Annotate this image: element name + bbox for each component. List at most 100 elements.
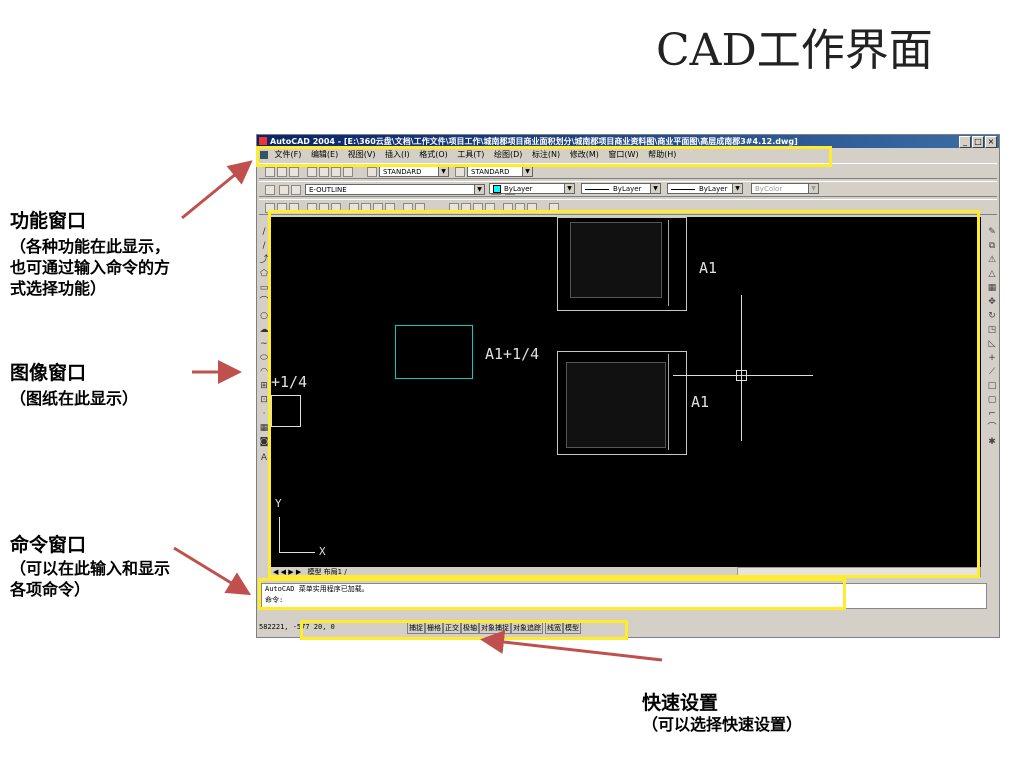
command-prompt[interactable]: 命令: (265, 596, 284, 604)
fillet-icon[interactable]: ⌐ (988, 409, 996, 419)
menu-draw[interactable]: 绘图(D) (493, 150, 523, 159)
drawing-sheet (395, 325, 473, 379)
layout-tab-list[interactable]: 模型 布局1 / (307, 568, 347, 576)
erase-icon[interactable]: ✎ (988, 227, 996, 237)
circle-icon[interactable]: ○ (260, 311, 268, 321)
sheet-label: A1 (691, 393, 710, 411)
array-icon[interactable]: ▦ (987, 283, 997, 293)
copy-object-icon[interactable]: ⧉ (988, 241, 996, 251)
plotstyle-select[interactable]: ByColor▼ (751, 183, 819, 194)
stretch-icon[interactable]: ◺ (988, 339, 996, 349)
menu-format[interactable]: 格式(O) (419, 150, 448, 159)
window-title: AutoCAD 2004 - [E:\360云盘\文档\工作文件\项目工作\城南… (270, 137, 798, 146)
block-icon[interactable] (307, 167, 317, 177)
color-select[interactable]: ByLayer▼ (489, 183, 575, 194)
polygon-icon[interactable]: ⬠ (260, 269, 268, 279)
tab-nav-arrows[interactable]: ◀ ◀ ▶ ▶ (273, 568, 302, 576)
paste-icon[interactable] (289, 167, 299, 177)
move-icon[interactable]: ✥ (988, 297, 996, 307)
lineweight-value: ByLayer (699, 185, 728, 193)
draw-order-toolbar (259, 199, 997, 215)
break-icon[interactable]: □ (987, 381, 997, 391)
layers-toolbar: E-OUTLINE ▼ (259, 181, 997, 197)
properties-icon[interactable] (343, 167, 353, 177)
status-highlight-box (300, 620, 628, 640)
sun-icon[interactable] (291, 185, 301, 195)
minimize-button[interactable]: _ (959, 136, 971, 148)
mirror-icon[interactable]: ⚠ (987, 255, 997, 265)
cut-icon[interactable] (265, 167, 275, 177)
menu-tools[interactable]: 工具(T) (457, 150, 485, 159)
offset-icon[interactable]: △ (988, 269, 996, 279)
drawing-window-title: 图像窗口 (10, 362, 87, 384)
drawing-sheet (557, 217, 687, 311)
function-window-desc: （各种功能在此显示，也可通过输入命令的方式选择功能） (10, 237, 171, 298)
chamfer-icon[interactable]: ▢ (987, 395, 997, 405)
layer-value: E-OUTLINE (309, 186, 347, 194)
table-icon[interactable] (319, 167, 329, 177)
menu-window[interactable]: 窗口(W) (608, 150, 639, 159)
text-style-select[interactable]: STANDARD▼ (379, 166, 449, 177)
menu-insert[interactable]: 插入(I) (385, 150, 410, 159)
lightbulb-icon[interactable] (279, 185, 289, 195)
lineweight-select[interactable]: ByLayer ▼ (667, 183, 743, 194)
menu-file[interactable]: 文件(F) (274, 150, 302, 159)
text-style-icon[interactable] (367, 167, 377, 177)
title-bar[interactable]: AutoCAD 2004 - [E:\360云盘\文档\工作文件\项目工作\城南… (257, 135, 999, 148)
layout-tabs: ◀ ◀ ▶ ▶ 模型 布局1 / (271, 567, 737, 577)
region-icon[interactable]: ◙ (259, 437, 269, 447)
ellipse-arc-icon[interactable]: ◠ (260, 367, 268, 377)
layer-manager-icon[interactable] (331, 167, 341, 177)
chevron-down-icon: ▼ (732, 184, 742, 193)
polar-toggle[interactable]: 极轴 (461, 622, 479, 634)
color-swatch (493, 185, 501, 193)
insert-block-icon[interactable]: ⊞ (260, 381, 268, 391)
trim-icon[interactable]: + (988, 353, 996, 363)
ortho-toggle[interactable]: 正交 (443, 622, 461, 634)
layer-select[interactable]: E-OUTLINE▼ (305, 184, 485, 195)
arc-icon[interactable]: ⌒ (259, 297, 269, 307)
layer-icon[interactable] (265, 185, 275, 195)
construction-line-icon[interactable]: / (262, 241, 266, 251)
extend-icon[interactable]: ⟋ (988, 367, 996, 377)
line-tool-icon[interactable]: / (262, 227, 266, 237)
menu-bar: 文件(F) 编辑(E) 视图(V) 插入(I) 格式(O) 工具(T) 绘图(D… (257, 149, 999, 161)
menu-help[interactable]: 帮助(H) (648, 150, 677, 159)
coordinates-readout[interactable]: 582221, -577 20, 0 (259, 623, 335, 631)
polyline-icon[interactable]: ⤴ (259, 255, 269, 265)
fillet-round-icon[interactable]: ⌒ (987, 423, 997, 433)
crosshair-horizontal (673, 375, 813, 376)
multiline-text-icon[interactable]: A (260, 453, 268, 463)
menu-edit[interactable]: 编辑(E) (310, 150, 339, 159)
dim-style-value: STANDARD (471, 168, 510, 176)
dim-style-icon[interactable] (455, 167, 465, 177)
make-block-icon[interactable]: ⊡ (260, 395, 268, 405)
drawing-canvas[interactable]: A1 A1+1/4 A1 +1/4 Y X (271, 217, 981, 567)
floor-plan-thumbnail (570, 222, 662, 298)
maximize-button[interactable]: □ (972, 136, 984, 148)
revision-cloud-icon[interactable]: ☁ (259, 325, 269, 335)
point-icon[interactable]: · (262, 409, 266, 419)
properties-toolbar: ByLayer▼ ByLayer▼ ByLayer▼ ByColor▼ (489, 181, 997, 197)
linetype-preview (585, 188, 609, 190)
ucs-y-label: Y (275, 497, 282, 510)
scale-icon[interactable]: ◳ (987, 325, 997, 335)
ellipse-icon[interactable]: ⬭ (260, 353, 268, 363)
arrow-to-command (173, 546, 252, 596)
command-window-desc: （可以在此输入和显示各项命令） (10, 559, 171, 599)
spline-icon[interactable]: ∼ (260, 339, 268, 349)
copy-icon[interactable] (277, 167, 287, 177)
dim-style-select[interactable]: STANDARD▼ (467, 166, 533, 177)
menu-dimension[interactable]: 标注(N) (531, 150, 561, 159)
menu-view[interactable]: 视图(V) (347, 150, 376, 159)
menu-modify[interactable]: 修改(M) (569, 150, 599, 159)
rotate-icon[interactable]: ↻ (988, 311, 996, 321)
linetype-select[interactable]: ByLayer▼ (581, 183, 661, 194)
rectangle-icon[interactable]: ▭ (259, 283, 269, 293)
chevron-down-icon: ▼ (650, 184, 660, 193)
explode-icon[interactable]: ✱ (988, 437, 996, 447)
close-button[interactable]: × (985, 136, 997, 148)
hatch-icon[interactable]: ▦ (259, 423, 269, 433)
ucs-x-label: X (319, 545, 326, 558)
cursor-pickbox (736, 370, 747, 381)
